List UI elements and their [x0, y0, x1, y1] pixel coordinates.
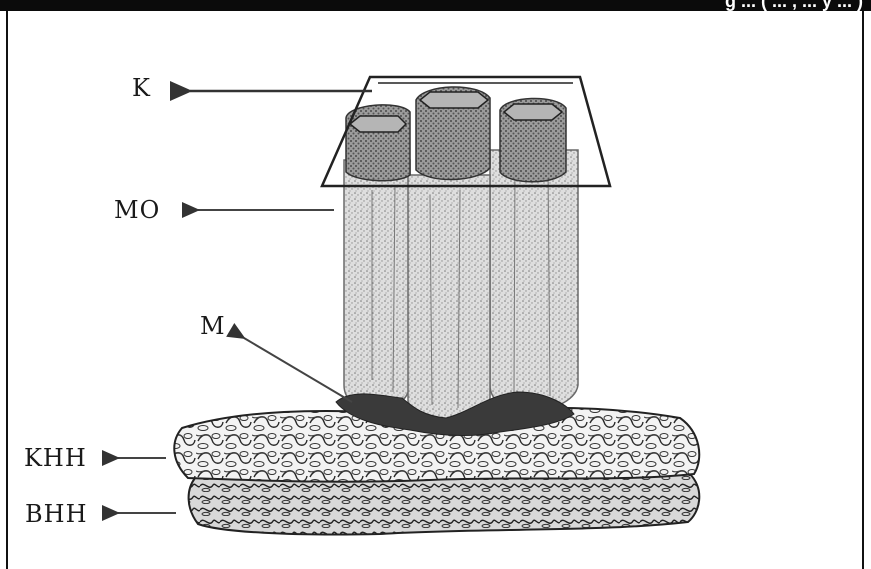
mo-columns	[344, 150, 578, 422]
label-k: K	[132, 74, 151, 102]
label-m: M	[200, 312, 226, 340]
label-mo: MO	[114, 196, 160, 224]
label-khh: KHH	[24, 444, 87, 472]
label-bhh: BHH	[25, 500, 88, 528]
